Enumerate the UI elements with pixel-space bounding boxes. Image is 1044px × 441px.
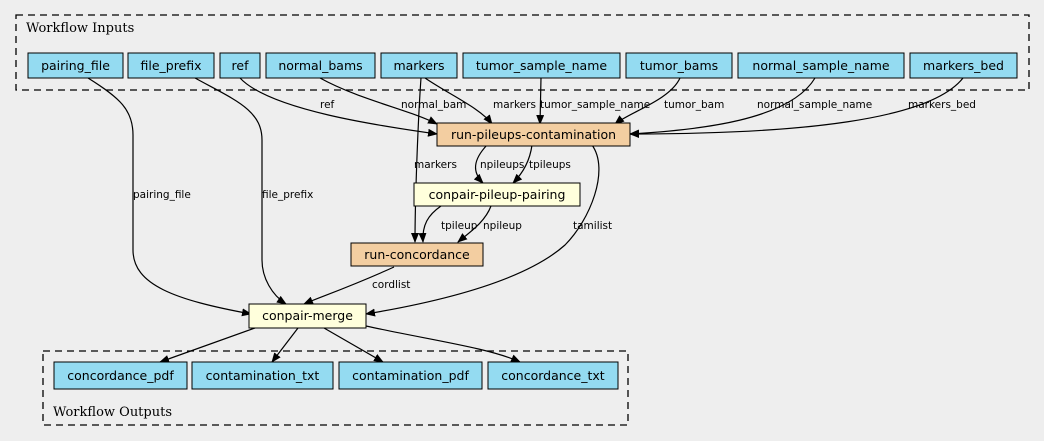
svg-text:file_prefix: file_prefix	[140, 58, 201, 73]
svg-text:concordance_txt: concordance_txt	[501, 368, 605, 383]
edge-normal-bam	[319, 77, 438, 125]
output-node-contamination-pdf[interactable]: contamination_pdf	[338, 361, 483, 390]
tool-node-conpair-merge[interactable]: conpair-merge	[248, 303, 367, 329]
edge-tumor-bam	[614, 77, 681, 125]
edge-label-tumor-bam: tumor_bam	[664, 99, 724, 111]
step-node-run-pileups-contamination[interactable]: run-pileups-contamination	[436, 122, 631, 147]
output-node-concordance-txt[interactable]: concordance_txt	[487, 361, 619, 390]
tool-node-conpair-pileup-pairing[interactable]: conpair-pileup-pairing	[413, 182, 581, 207]
input-node-markers-bed[interactable]: markers_bed	[909, 52, 1018, 79]
edge-markers	[424, 77, 493, 125]
edge-concordance-pdf	[159, 327, 256, 363]
edge-npileups	[473, 144, 488, 184]
edge-label-tamilist: tamilist	[573, 220, 612, 232]
step-node-run-concordance[interactable]: run-concordance	[350, 242, 484, 267]
edge-cordlist	[303, 266, 395, 305]
svg-text:markers: markers	[393, 58, 444, 73]
svg-text:normal_bams: normal_bams	[278, 58, 362, 73]
svg-text:run-pileups-contamination: run-pileups-contamination	[451, 127, 616, 142]
edge-npileup	[457, 205, 492, 243]
input-node-normal-sample-name[interactable]: normal_sample_name	[737, 52, 905, 79]
svg-text:conpair-merge: conpair-merge	[262, 308, 353, 323]
svg-text:conpair-pileup-pairing: conpair-pileup-pairing	[429, 187, 566, 202]
input-node-normal-bams[interactable]: normal_bams	[265, 52, 376, 79]
input-node-markers[interactable]: markers	[380, 52, 458, 79]
edge-label-tpileups: tpileups	[529, 159, 571, 171]
workflow-inputs-cluster: Workflow Inputs	[15, 14, 1030, 91]
svg-text:markers_bed: markers_bed	[923, 58, 1004, 73]
input-node-pairing-file[interactable]: pairing_file	[27, 52, 124, 79]
edge-label-file-prefix: file_prefix	[262, 189, 313, 201]
input-node-ref[interactable]: ref	[219, 52, 261, 79]
edge-label-npileups: npileups	[480, 159, 524, 171]
edge-label-normal-bam: normal_bam	[401, 99, 466, 111]
edge-label-tpileup: tpileup	[441, 220, 478, 232]
workflow-inputs-title: Workflow Inputs	[26, 21, 134, 36]
svg-text:run-concordance: run-concordance	[364, 247, 470, 262]
edge-label-tumor-sample-name: tumor_sample_name	[540, 99, 650, 111]
svg-text:contamination_txt: contamination_txt	[206, 368, 320, 383]
workflow-outputs-cluster: Workflow Outputs	[42, 350, 629, 426]
edge-markers-concordance	[411, 77, 422, 243]
edge-contamination-txt	[271, 327, 299, 363]
edge-label-markers-concordance: markers	[414, 159, 457, 171]
edge-normal-sample-name	[629, 77, 816, 138]
input-node-file-prefix[interactable]: file_prefix	[127, 52, 215, 79]
svg-text:ref: ref	[232, 58, 250, 73]
edge-label-normal-sample-name: normal_sample_name	[757, 99, 872, 111]
edge-tamilist	[365, 144, 600, 317]
output-node-concordance-pdf[interactable]: concordance_pdf	[53, 361, 188, 390]
edge-pairing-file	[87, 77, 252, 317]
output-node-contamination-txt[interactable]: contamination_txt	[191, 361, 334, 390]
svg-text:pairing_file: pairing_file	[41, 58, 110, 73]
edge-file-prefix	[194, 77, 287, 305]
edge-contamination-pdf	[323, 327, 384, 363]
svg-text:normal_sample_name: normal_sample_name	[752, 58, 890, 73]
workflow-outputs-title: Workflow Outputs	[53, 405, 172, 420]
svg-text:contamination_pdf: contamination_pdf	[352, 368, 469, 383]
edge-ref	[239, 77, 438, 137]
svg-text:concordance_pdf: concordance_pdf	[67, 368, 174, 383]
edge-tumor-sample-name	[536, 77, 545, 125]
edge-markers-bed	[629, 77, 964, 138]
edge-label-npileup: npileup	[483, 220, 522, 232]
edge-concordance-txt	[365, 325, 521, 363]
svg-text:tumor_bams: tumor_bams	[640, 58, 718, 73]
edge-tpileups	[512, 144, 533, 184]
edge-label-markers: markers	[493, 99, 536, 111]
edge-label-ref: ref	[320, 99, 335, 111]
input-node-tumor-bams[interactable]: tumor_bams	[625, 52, 733, 79]
edge-tpileup	[418, 205, 442, 243]
edge-label-markers-bed: markers_bed	[908, 99, 976, 111]
input-node-tumor-sample-name[interactable]: tumor_sample_name	[462, 52, 621, 79]
edge-label-cordlist: cordlist	[372, 279, 410, 291]
svg-text:tumor_sample_name: tumor_sample_name	[476, 58, 607, 73]
edge-label-pairing-file: pairing_file	[133, 189, 191, 201]
